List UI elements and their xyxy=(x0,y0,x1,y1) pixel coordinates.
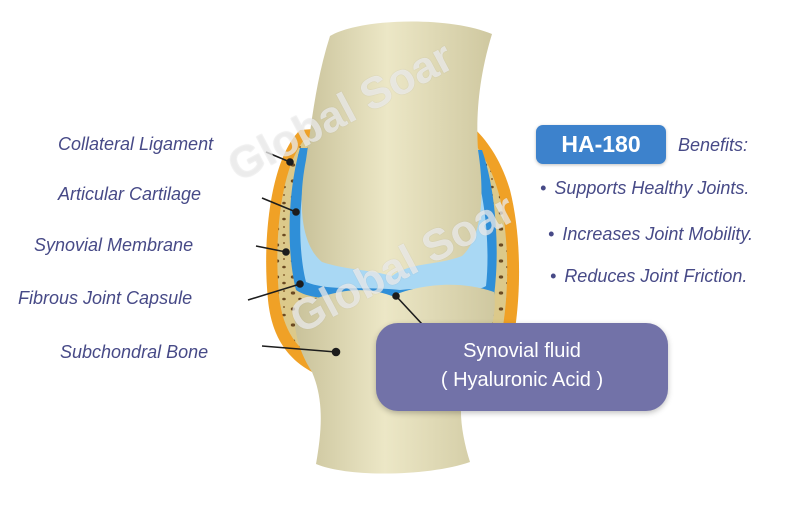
leader-collateral-ligament xyxy=(265,151,291,163)
leader-articular-cartilage xyxy=(261,197,297,213)
leader-dot xyxy=(286,158,294,166)
upper-bone-shape xyxy=(301,21,492,276)
benefit-text: Increases Joint Mobility. xyxy=(562,224,754,244)
leader-synovial-membrane xyxy=(255,245,287,253)
callout-subtitle: ( Hyaluronic Acid ) xyxy=(440,369,604,391)
benefit-item: • Supports Healthy Joints. xyxy=(540,178,749,199)
leader-dot xyxy=(296,280,304,288)
leader-synovial-fluid xyxy=(395,295,423,325)
bullet: • xyxy=(540,178,547,198)
bullet: • xyxy=(548,224,555,244)
leader-dot xyxy=(292,208,300,216)
product-badge: HA-180 xyxy=(536,125,666,164)
leader-subchondral-bone xyxy=(261,345,337,353)
label-fibrous-joint-capsule: Fibrous Joint Capsule xyxy=(18,288,193,308)
benefit-text: Supports Healthy Joints. xyxy=(554,178,750,198)
benefit-item: • Reduces Joint Friction. xyxy=(550,266,747,287)
benefit-text: Reduces Joint Friction. xyxy=(564,266,748,286)
leader-dot xyxy=(331,347,341,357)
callout-title: Synovial fluid xyxy=(463,340,581,362)
synovial-fluid-callout: Synovial fluid ( Hyaluronic Acid ) xyxy=(376,323,668,411)
label-collateral-ligament: Collateral Ligament xyxy=(58,134,214,154)
label-synovial-membrane: Synovial Membrane xyxy=(34,235,194,255)
leader-dot xyxy=(282,248,290,256)
bullet: • xyxy=(550,266,557,286)
benefit-item: • Increases Joint Mobility. xyxy=(548,224,753,245)
benefits-heading: Benefits: xyxy=(678,135,749,155)
label-articular-cartilage: Articular Cartilage xyxy=(58,184,202,204)
leader-dot xyxy=(392,292,400,300)
leader-fibrous-capsule xyxy=(247,283,301,301)
label-subchondral-bone: Subchondral Bone xyxy=(60,342,209,362)
